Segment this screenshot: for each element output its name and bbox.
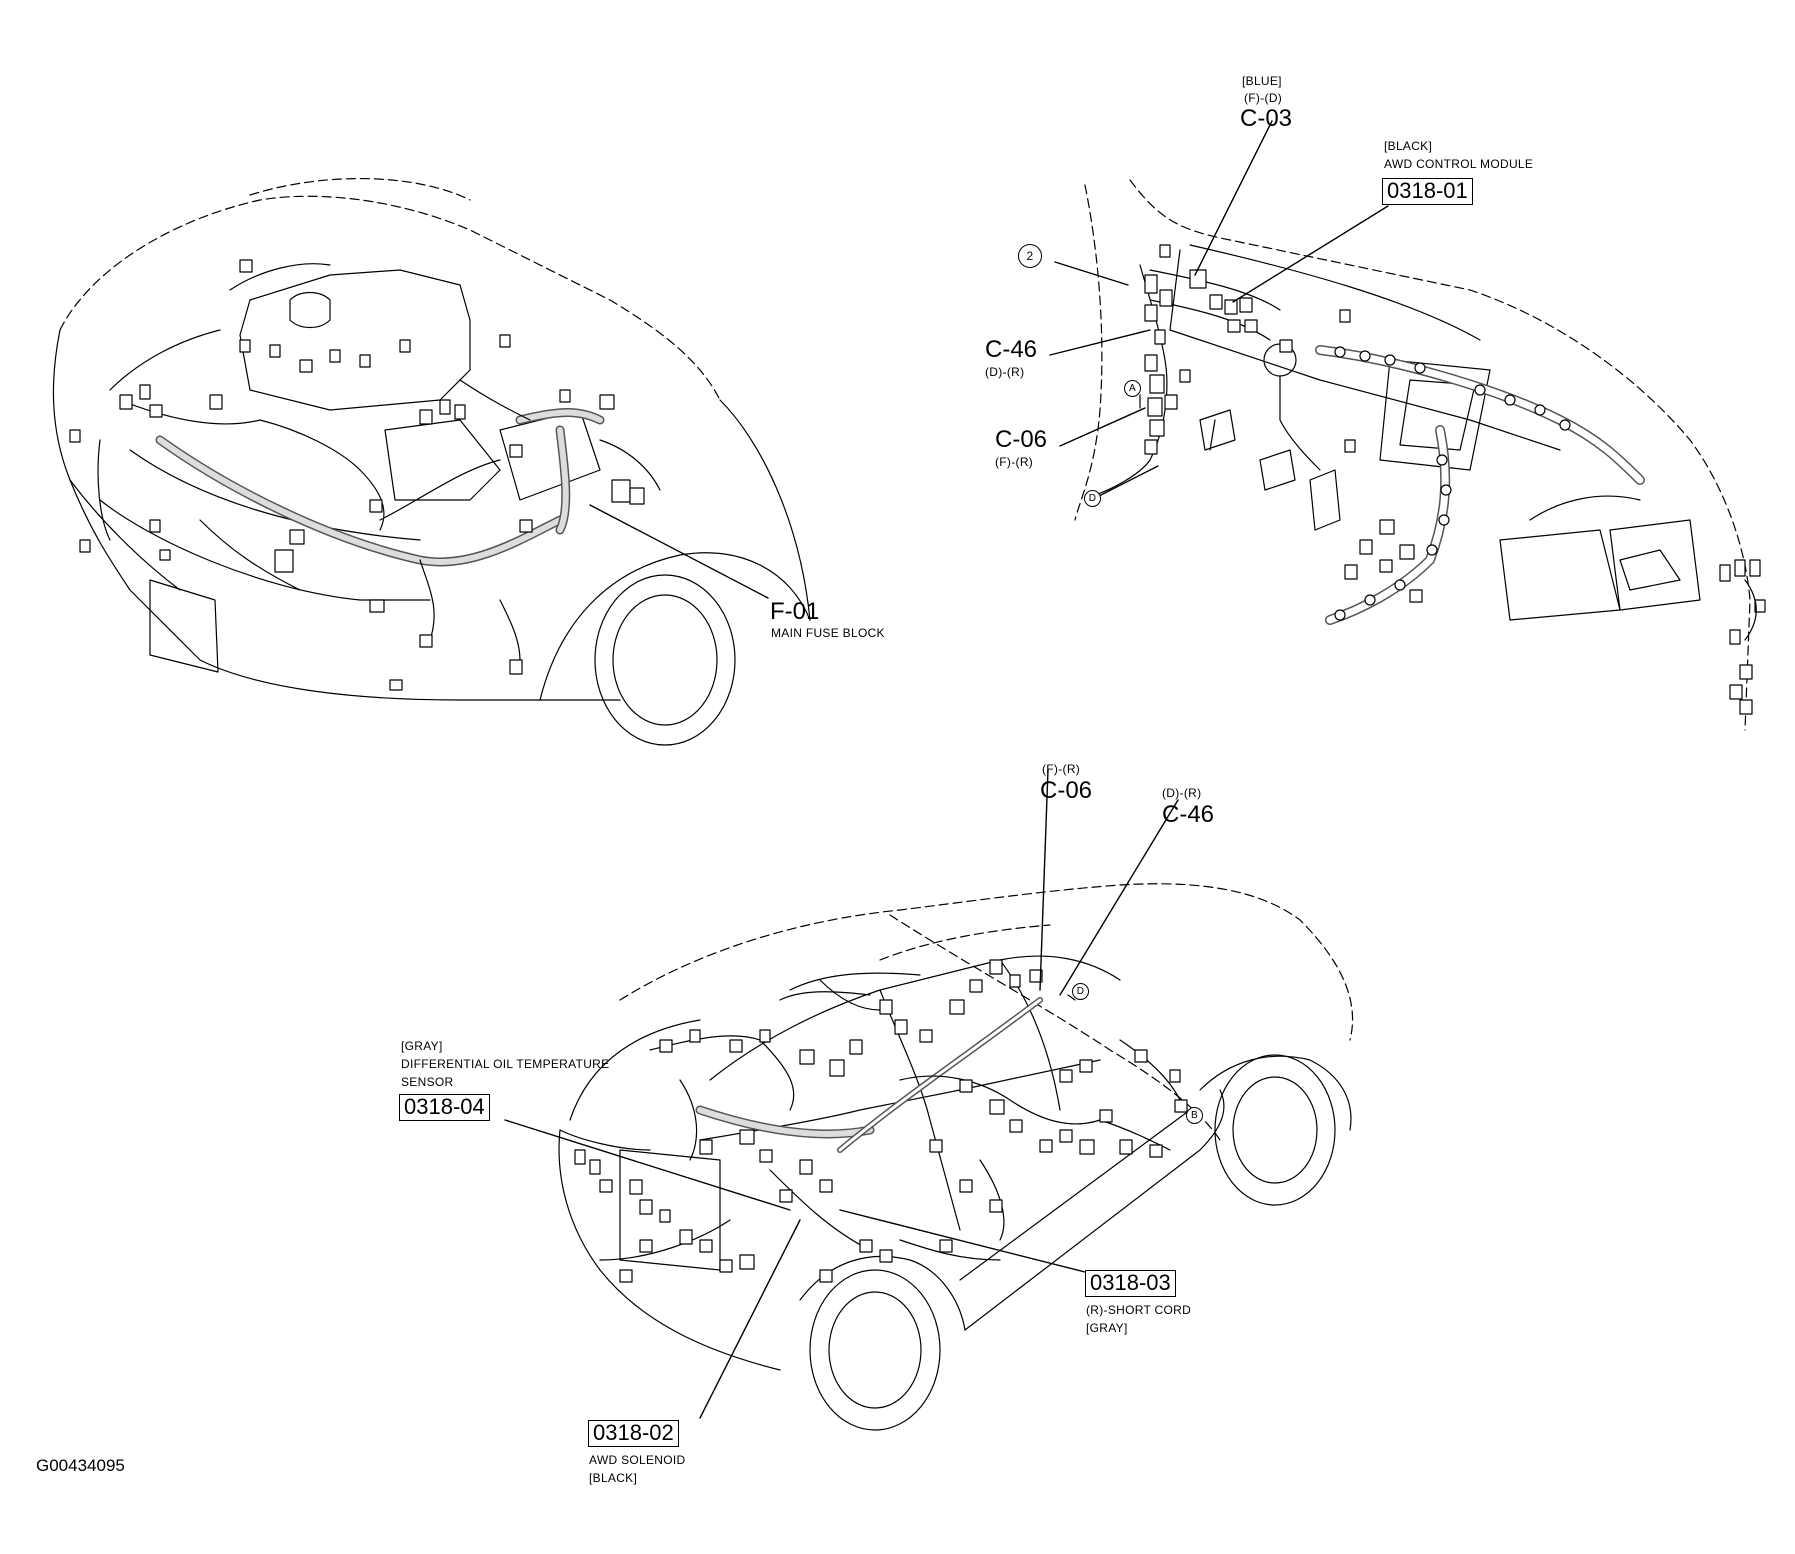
dash-c46-code-label: C-46 <box>985 336 1038 363</box>
m031802-code-box: 0318-02 <box>588 1420 679 1447</box>
body-circled-d-marker: D <box>1072 983 1089 1000</box>
f01-description-label: MAIN FUSE BLOCK <box>771 626 885 640</box>
body-c46-code-label: C-46 <box>1162 801 1215 828</box>
m031804-description-line1: DIFFERENTIAL OIL TEMPERATURE <box>401 1057 610 1071</box>
c03-code-label: C-03 <box>1240 105 1293 132</box>
c03-pair-label: (F)-(D) <box>1244 91 1283 105</box>
m031802-description-label: AWD SOLENOID <box>589 1453 686 1467</box>
dashboard-illustration <box>1049 120 1766 731</box>
m031804-color-label: [GRAY] <box>401 1039 443 1053</box>
dash-c06-pair-label: (F)-(R) <box>995 455 1034 469</box>
engine-bay-illustration <box>52 177 811 746</box>
m031801-description-label: AWD CONTROL MODULE <box>1384 157 1534 171</box>
f01-code-label: F-01 <box>770 598 820 625</box>
dash-c46-pair-label: (D)-(R) <box>985 365 1025 379</box>
circled-a-marker: A <box>1124 380 1141 397</box>
figure-id-label: G00434095 <box>36 1456 125 1475</box>
m031801-code-box: 0318-01 <box>1382 178 1473 205</box>
body-c06-pair-label: (F)-(R) <box>1042 762 1081 776</box>
m031801-color-label: [BLACK] <box>1384 139 1433 153</box>
m031804-code-box: 0318-04 <box>399 1094 490 1121</box>
vehicle-body-illustration <box>504 769 1354 1431</box>
dash-c06-code-label: C-06 <box>995 426 1048 453</box>
m031803-color-label: [GRAY] <box>1086 1321 1128 1335</box>
m031804-description-line2: SENSOR <box>401 1075 454 1089</box>
circled-2-marker: 2 <box>1018 244 1042 268</box>
m031802-color-label: [BLACK] <box>589 1471 638 1485</box>
c03-color-label: [BLUE] <box>1242 74 1282 88</box>
body-c46-pair-label: (D)-(R) <box>1162 786 1202 800</box>
m031803-code-box: 0318-03 <box>1085 1270 1176 1297</box>
circled-b-marker: B <box>1186 1107 1203 1124</box>
body-c06-code-label: C-06 <box>1040 777 1093 804</box>
m031803-description-label: (R)-SHORT CORD <box>1086 1303 1192 1317</box>
dash-circled-d-marker: D <box>1084 490 1101 507</box>
